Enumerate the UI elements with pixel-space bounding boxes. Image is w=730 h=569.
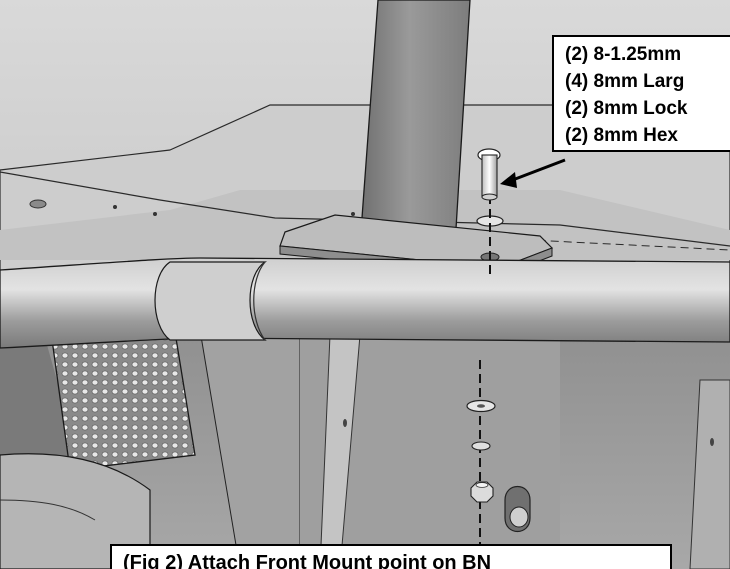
- callout-line-1: (2) 8-1.25mm: [565, 44, 681, 65]
- deck-hole: [29, 199, 47, 209]
- lock-washer: [471, 441, 491, 451]
- tube-seam: [253, 261, 266, 341]
- callout-line-4: (2) 8mm Hex: [565, 125, 678, 146]
- figure-caption: (Fig 2) Attach Front Mount point on BN: [123, 552, 491, 569]
- deck-edge-line: [0, 171, 730, 247]
- tube-elbow: [154, 261, 268, 341]
- vertical-post: [359, 0, 471, 246]
- mesh-grille: [49, 324, 196, 471]
- bracket-hole: [710, 438, 714, 446]
- washer-hole: [477, 404, 485, 408]
- deck-hole: [113, 205, 117, 209]
- bracket-hole: [343, 419, 347, 427]
- bracket-right: [689, 379, 730, 569]
- slot-boss: [509, 506, 529, 528]
- front-tube: [0, 257, 730, 349]
- lower-tube: [0, 453, 151, 569]
- callout-box: (2) 8-1.25mm (4) 8mm Larg (2) 8mm Lock (…: [552, 35, 730, 152]
- callout-arrow-head: [500, 172, 517, 188]
- callout-arrow: [509, 158, 566, 183]
- bolt: [477, 148, 501, 201]
- caption-box: (Fig 2) Attach Front Mount point on BN: [110, 544, 672, 569]
- hex-nut-top: [475, 482, 489, 488]
- deck-hole: [351, 212, 355, 216]
- hex-nut: [470, 481, 494, 503]
- deck-hole: [153, 212, 157, 216]
- lower-plate: [300, 330, 560, 569]
- callout-line-3: (2) 8mm Lock: [565, 98, 688, 119]
- lower-tube-edge: [0, 499, 96, 521]
- callout-line-2: (4) 8mm Larg: [565, 71, 684, 92]
